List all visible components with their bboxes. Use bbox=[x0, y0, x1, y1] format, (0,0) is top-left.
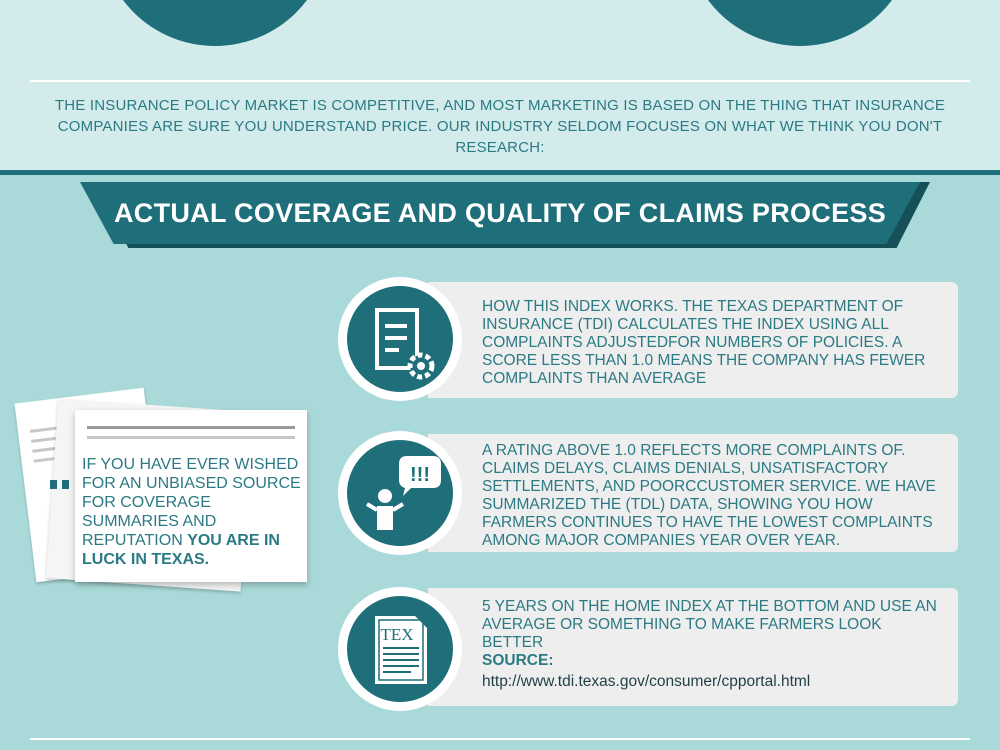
intro-text: THE INSURANCE POLICY MARKET IS COMPETITI… bbox=[54, 97, 946, 156]
tex-document-icon: TEX bbox=[347, 596, 453, 702]
complaint-person-icon: !!! bbox=[347, 440, 453, 546]
info-text: 5 YEARS ON THE HOME INDEX AT THE BOTTOM … bbox=[482, 598, 944, 691]
source-link[interactable]: http://www.tdi.texas.gov/consumer/cpport… bbox=[482, 673, 811, 690]
decorative-circle-right bbox=[685, 0, 915, 46]
section-title: ACTUAL COVERAGE AND QUALITY OF CLAIMS PR… bbox=[113, 198, 887, 228]
icon-ring: !!! bbox=[338, 431, 462, 555]
paper-note-text: IF YOU HAVE EVER WISHED FOR AN UNBIASED … bbox=[82, 455, 310, 569]
paper-note-emphasis: YOU ARE IN LUCK IN TEXAS. bbox=[82, 532, 280, 568]
icon-ring bbox=[338, 277, 462, 401]
section-divider-bar bbox=[0, 170, 1000, 175]
info-card: 5 YEARS ON THE HOME INDEX AT THE BOTTOM … bbox=[428, 588, 958, 706]
info-row-rating: A RATING ABOVE 1.0 REFLECTS MORE COMPLAI… bbox=[338, 428, 968, 558]
source-label: SOURCE: bbox=[482, 652, 554, 669]
info-body: 5 YEARS ON THE HOME INDEX AT THE BOTTOM … bbox=[482, 598, 937, 651]
paper-note-body: IF YOU HAVE EVER WISHED FOR AN UNBIASED … bbox=[82, 456, 301, 549]
info-row-index: HOW THIS INDEX WORKS. THE TEXAS DEPARTME… bbox=[338, 274, 968, 404]
icon-ring: TEX bbox=[338, 587, 462, 711]
info-card: HOW THIS INDEX WORKS. THE TEXAS DEPARTME… bbox=[428, 282, 958, 398]
paper-note bbox=[75, 410, 307, 582]
divider-line bbox=[30, 80, 970, 82]
info-card: A RATING ABOVE 1.0 REFLECTS MORE COMPLAI… bbox=[428, 434, 958, 552]
info-text: A RATING ABOVE 1.0 REFLECTS MORE COMPLAI… bbox=[482, 442, 936, 549]
paper-marker-icon bbox=[62, 480, 69, 489]
divider-line-bottom bbox=[30, 738, 970, 740]
top-section: THE INSURANCE POLICY MARKET IS COMPETITI… bbox=[0, 0, 1000, 172]
info-row-source: 5 YEARS ON THE HOME INDEX AT THE BOTTOM … bbox=[338, 584, 968, 714]
paper-marker-icon bbox=[50, 480, 57, 489]
info-text: HOW THIS INDEX WORKS. THE TEXAS DEPARTME… bbox=[482, 298, 926, 387]
bubble-text: !!! bbox=[410, 464, 430, 486]
decorative-circle-left bbox=[100, 0, 330, 46]
doc-label: TEX bbox=[380, 625, 413, 644]
document-gear-icon bbox=[347, 286, 453, 392]
section-banner bbox=[80, 182, 920, 244]
